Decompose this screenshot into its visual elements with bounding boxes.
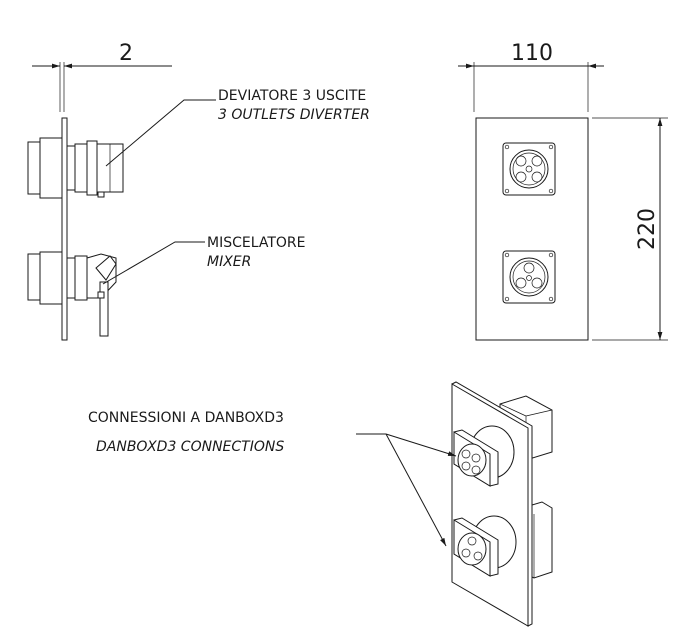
thickness-dimension: 2 xyxy=(119,41,133,66)
height-dimension: 220 xyxy=(635,208,660,250)
front-diverter-connector xyxy=(502,142,556,196)
front-view: 110 220 xyxy=(458,41,668,341)
side-view: 2 DEVIATORE 3 USCITE xyxy=(27,41,370,341)
side-diverter xyxy=(27,137,124,199)
diverter-label-it: DEVIATORE 3 USCITE xyxy=(218,88,366,104)
diverter-label-en: 3 OUTLETS DIVERTER xyxy=(218,107,370,123)
side-mixer xyxy=(27,251,117,337)
isometric-view: CONNESSIONI A DANBOXD3 DANBOXD3 CONNECTI… xyxy=(88,381,553,627)
mixer-label-it: MISCELATORE xyxy=(207,235,305,251)
mixer-leader xyxy=(102,241,205,285)
side-plate xyxy=(61,117,68,341)
connections-label-en: DANBOXD3 CONNECTIONS xyxy=(96,439,284,455)
mixer-label-en: MIXER xyxy=(207,254,251,270)
width-dimension: 110 xyxy=(511,41,553,66)
iso-top-connector xyxy=(453,425,515,487)
connections-label-it: CONNESSIONI A DANBOXD3 xyxy=(88,410,284,426)
front-mixer-connector xyxy=(502,250,556,304)
iso-bottom-connector xyxy=(453,515,517,577)
diverter-leader xyxy=(105,99,216,167)
